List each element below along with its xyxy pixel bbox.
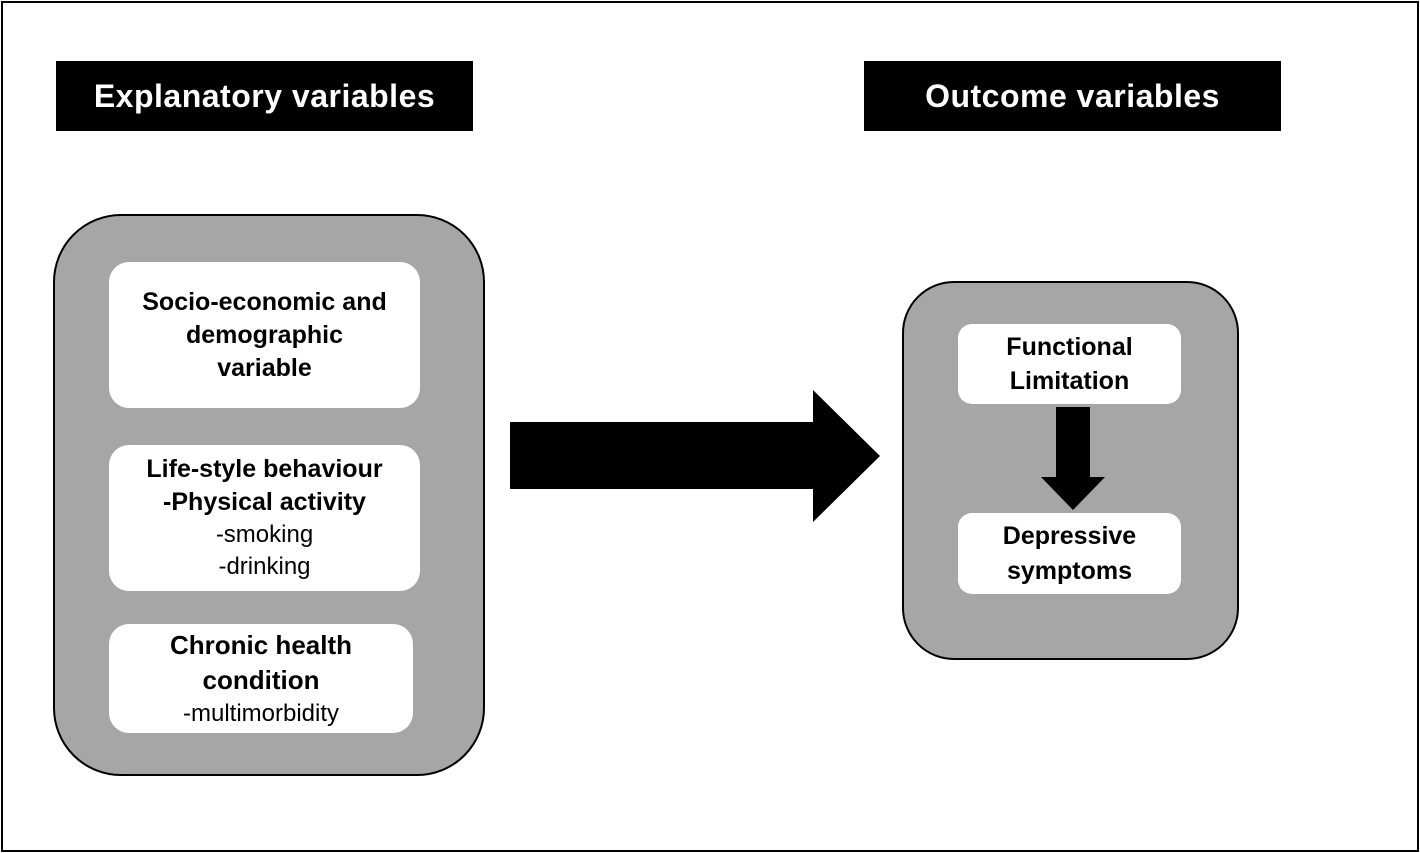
outcome-variables-header: Outcome variables: [864, 61, 1281, 131]
main-arrow-icon: [510, 390, 880, 522]
chronic-health-line-1: Chronic health: [169, 630, 352, 660]
main-arrow-shape: [510, 390, 880, 522]
socio-economic-card: Socio-economic and demographic variable: [109, 262, 420, 408]
socio-economic-line-2: demographic: [186, 320, 343, 349]
outcome-variables-title: Outcome variables: [925, 77, 1220, 114]
explanatory-variables-header: Explanatory variables: [56, 61, 473, 131]
depressive-symptoms-line-2: symptoms: [1006, 556, 1133, 585]
socio-economic-line-1: Socio-economic and: [142, 287, 387, 316]
chronic-health-card: Chronic health condition -multimorbidity: [109, 624, 413, 733]
functional-limitation-line-1: Functional: [1006, 333, 1133, 361]
lifestyle-smoking: -smoking: [215, 521, 314, 548]
chronic-health-multimorbidity: -multimorbidity: [182, 700, 340, 727]
explanatory-variables-title: Explanatory variables: [93, 77, 436, 114]
chronic-health-line-2: condition: [202, 665, 320, 695]
lifestyle-drinking: -drinking: [218, 553, 311, 580]
lifestyle-title: Life-style behaviour: [146, 455, 383, 483]
down-arrow-icon: [1041, 407, 1105, 510]
lifestyle-behaviour-card: Life-style behaviour -Physical activity …: [109, 445, 420, 591]
functional-limitation-line-2: Limitation: [1009, 367, 1130, 395]
depressive-symptoms-line-1: Depressive: [1002, 521, 1137, 550]
down-arrow-shape: [1041, 407, 1105, 510]
depressive-symptoms-card: Depressive symptoms: [958, 513, 1181, 594]
socio-economic-line-3: variable: [217, 353, 312, 382]
functional-limitation-card: Functional Limitation: [958, 324, 1181, 404]
lifestyle-physical-activity: -Physical activity: [163, 488, 366, 516]
